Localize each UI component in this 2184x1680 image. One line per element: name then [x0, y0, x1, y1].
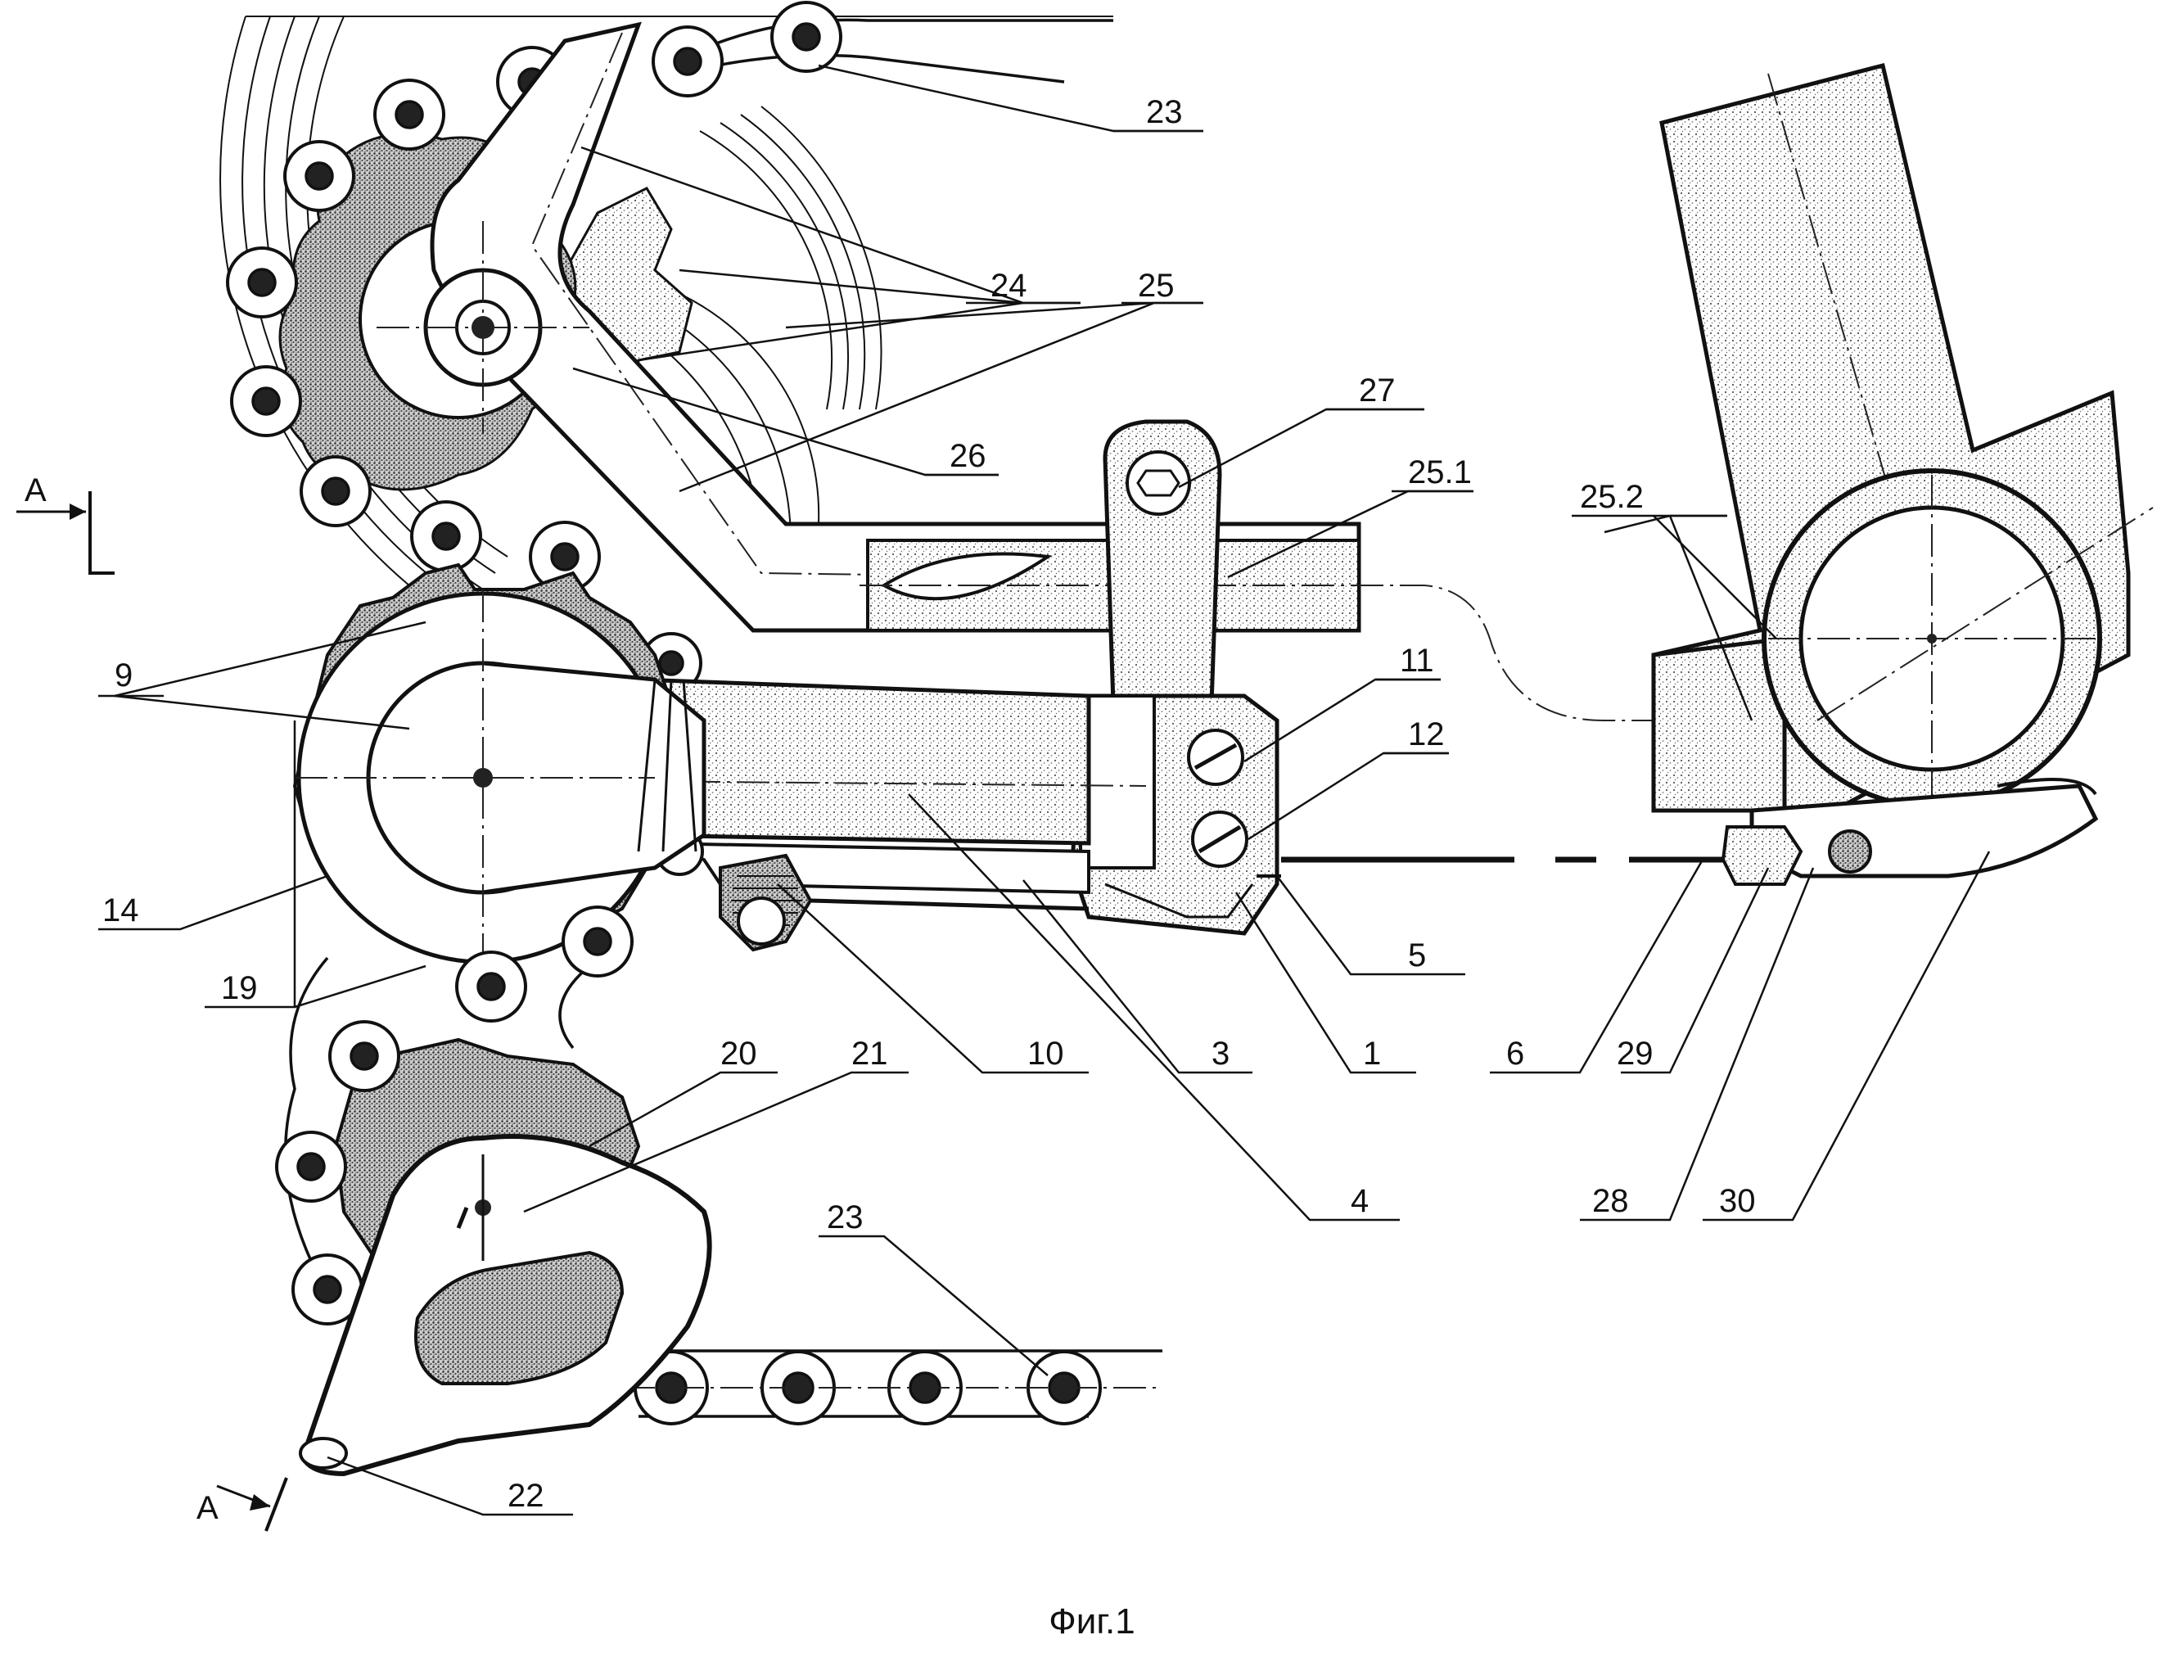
label-5: 5 — [1408, 937, 1426, 973]
label-11: 11 — [1400, 643, 1434, 679]
label-28: 28 — [1592, 1183, 1629, 1219]
upper-cage-arm — [377, 21, 1361, 633]
label-4: 4 — [1351, 1183, 1369, 1219]
label-30: 30 — [1719, 1183, 1756, 1219]
label-9: 9 — [115, 657, 133, 693]
label-29: 29 — [1617, 1036, 1654, 1072]
part-labels: 23 24 25 26 27 25.1 25.2 9 11 12 14 19 5… — [102, 94, 1756, 1514]
label-22: 22 — [508, 1478, 544, 1514]
label-3: 3 — [1212, 1036, 1230, 1072]
label-27: 27 — [1359, 373, 1396, 409]
bottom-bracket-shell — [1762, 468, 2154, 809]
label-12: 12 — [1408, 716, 1445, 752]
label-26: 26 — [950, 438, 986, 474]
lower-cage-plate — [299, 1134, 712, 1477]
label-6: 6 — [1506, 1036, 1524, 1072]
label-24: 24 — [990, 268, 1027, 304]
section-label-lower: А — [196, 1490, 219, 1526]
label-14: 14 — [102, 892, 139, 928]
label-underlines — [98, 129, 1727, 755]
section-arrow-upper: А — [16, 472, 115, 575]
label-23-top: 23 — [1146, 94, 1183, 130]
label-25-1: 25.1 — [1408, 454, 1472, 490]
label-25-2: 25.2 — [1580, 479, 1644, 515]
label-1: 1 — [1363, 1036, 1381, 1072]
label-21: 21 — [851, 1036, 888, 1072]
figure-caption: Фиг.1 — [1049, 1601, 1135, 1642]
label-25: 25 — [1138, 268, 1175, 304]
label-23-bottom: 23 — [827, 1199, 864, 1235]
label-20: 20 — [720, 1036, 757, 1072]
clamp-27 — [1103, 419, 1222, 707]
section-label-upper: А — [25, 472, 47, 508]
knuckle-9 — [292, 562, 706, 966]
label-10: 10 — [1027, 1036, 1064, 1072]
label-19: 19 — [221, 970, 258, 1006]
parallelogram-links — [294, 677, 1281, 952]
chain-lower — [275, 905, 1162, 1425]
cable-guide-30 — [1721, 784, 2099, 886]
section-arrow-lower: А — [196, 1477, 288, 1532]
body-block — [1070, 693, 1279, 936]
